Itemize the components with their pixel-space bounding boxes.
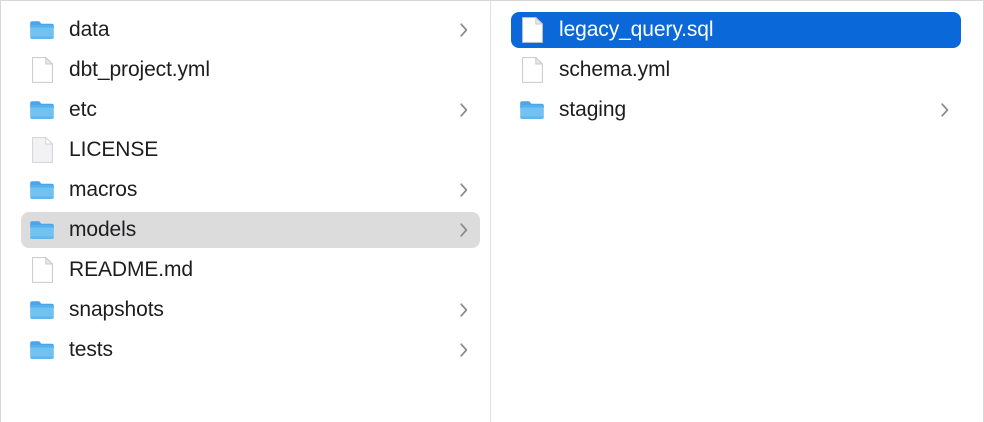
- chevron-right-icon[interactable]: [458, 22, 470, 38]
- folder-icon: [29, 297, 55, 323]
- file-row-schema-yml[interactable]: schema.yml: [511, 52, 961, 88]
- chevron-right-icon[interactable]: [939, 102, 951, 118]
- file-row-etc[interactable]: etc: [21, 92, 480, 128]
- file-name-label: tests: [69, 338, 113, 361]
- file-row-models[interactable]: models: [21, 212, 480, 248]
- file-name-label: etc: [69, 98, 97, 121]
- file-row-data[interactable]: data: [21, 12, 480, 48]
- file-row-dbt-project-yml[interactable]: dbt_project.yml: [21, 52, 480, 88]
- file-row-snapshots[interactable]: snapshots: [21, 292, 480, 328]
- file-name-label: dbt_project.yml: [69, 58, 210, 81]
- document-icon: [519, 57, 545, 83]
- finder-column-1[interactable]: data dbt_project.yml: [1, 1, 491, 422]
- file-name-label: README.md: [69, 258, 193, 281]
- file-name-label: snapshots: [69, 298, 164, 321]
- file-row-readme-md[interactable]: README.md: [21, 252, 480, 288]
- folder-icon: [29, 17, 55, 43]
- file-name-label: LICENSE: [69, 138, 159, 161]
- file-row-legacy-query-sql[interactable]: legacy_query.sql: [511, 12, 961, 48]
- chevron-right-icon[interactable]: [458, 182, 470, 198]
- file-name-label: legacy_query.sql: [559, 18, 714, 41]
- chevron-right-icon[interactable]: [458, 222, 470, 238]
- folder-icon: [29, 217, 55, 243]
- document-icon: [519, 17, 545, 43]
- file-row-tests[interactable]: tests: [21, 332, 480, 368]
- folder-icon: [519, 97, 545, 123]
- file-row-macros[interactable]: macros: [21, 172, 480, 208]
- file-name-label: staging: [559, 98, 627, 121]
- plain-document-icon: [29, 137, 55, 163]
- file-row-staging[interactable]: staging: [511, 92, 961, 128]
- chevron-right-icon[interactable]: [458, 302, 470, 318]
- file-name-label: schema.yml: [559, 58, 671, 81]
- file-name-label: models: [69, 218, 137, 241]
- file-row-license[interactable]: LICENSE: [21, 132, 480, 168]
- document-icon: [29, 57, 55, 83]
- folder-icon: [29, 177, 55, 203]
- file-name-label: data: [69, 18, 110, 41]
- finder-column-2[interactable]: legacy_query.sql schema.yml: [491, 1, 983, 422]
- folder-icon: [29, 337, 55, 363]
- document-icon: [29, 257, 55, 283]
- chevron-right-icon[interactable]: [458, 342, 470, 358]
- folder-icon: [29, 97, 55, 123]
- file-name-label: macros: [69, 178, 138, 201]
- chevron-right-icon[interactable]: [458, 102, 470, 118]
